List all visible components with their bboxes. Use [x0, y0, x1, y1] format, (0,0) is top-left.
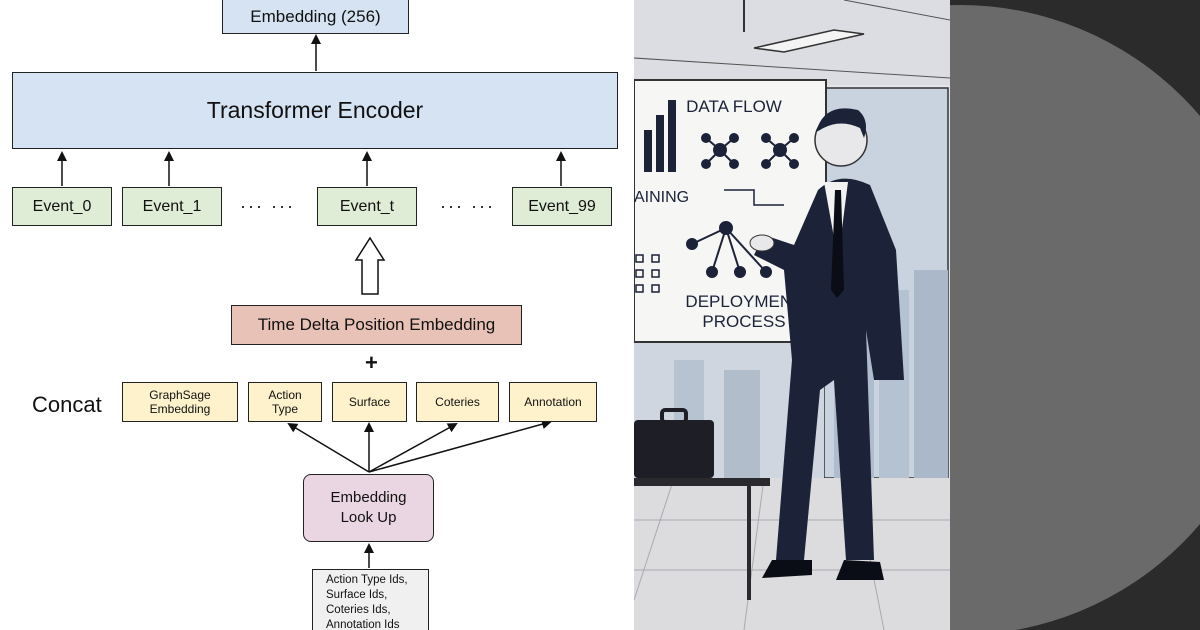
output-embedding-label: Embedding (256) — [250, 7, 381, 26]
input-id-line: Action Type Ids, — [326, 574, 408, 586]
feature-label: Action Type — [268, 388, 302, 416]
event-box-1: Event_1 — [122, 187, 222, 226]
event-label: Event_1 — [142, 197, 202, 215]
time-delta-position-embedding-label: Time Delta Position Embedding — [257, 315, 496, 334]
event-box-99: Event_99 — [512, 187, 612, 226]
feature-box-annotation: Annotation — [509, 382, 597, 422]
decorative-circle — [950, 5, 1200, 630]
concat-label: Concat — [32, 392, 102, 417]
whiteboard-bottom-line-1: DEPLOYMENT — [685, 292, 802, 311]
feature-label: Annotation — [524, 395, 582, 409]
feature-box-action-type: Action Type — [248, 382, 322, 422]
transformer-encoder-label: Transformer Encoder — [206, 97, 424, 123]
event-label: Event_0 — [32, 197, 92, 215]
event-ellipsis-left: ··· ··· — [240, 196, 295, 216]
event-label: Event_99 — [528, 197, 596, 215]
input-ids-box: Action Type Ids, Surface Ids, Coteries I… — [312, 569, 429, 630]
decorative-panel — [950, 0, 1200, 630]
feature-box-surface: Surface — [332, 382, 407, 422]
whiteboard-title: DATA FLOW — [686, 97, 782, 116]
architecture-diagram-panel: Embedding (256) Transformer Encoder Even… — [12, 0, 618, 630]
briefcase — [634, 420, 714, 478]
feature-box-coteries: Coteries — [416, 382, 499, 422]
plus-sign: + — [365, 350, 378, 375]
arrow-lookup-to-action-type — [287, 422, 370, 473]
event-ellipsis-right: ··· ··· — [440, 196, 495, 216]
hollow-up-arrow — [354, 236, 386, 295]
feature-box-graphsage: GraphSage Embedding — [122, 382, 238, 422]
embedding-lookup-label: Embedding Look Up — [330, 489, 407, 526]
output-embedding-box: Embedding (256) — [222, 0, 409, 34]
feature-label: Coteries — [435, 395, 480, 409]
presenter-illustration: DATA FLOW AINING DEPLOYMENT PROCESS — [634, 0, 950, 630]
event-box-t: Event_t — [317, 187, 417, 226]
input-id-line: Coteries Ids, — [326, 604, 391, 616]
feature-label: Surface — [348, 395, 391, 409]
arrow-lookup-to-coteries — [368, 423, 458, 473]
presenter-figure — [749, 108, 904, 580]
input-id-line: Surface Ids, — [326, 589, 388, 601]
arrow-lookup-to-annotation — [368, 419, 552, 473]
event-label: Event_t — [339, 197, 395, 215]
embedding-lookup-box: Embedding Look Up — [303, 474, 434, 542]
event-box-0: Event_0 — [12, 187, 112, 226]
feature-label: GraphSage Embedding — [149, 388, 211, 416]
presenter-illustration-panel: DATA FLOW AINING DEPLOYMENT PROCESS — [634, 0, 950, 630]
input-id-line: Annotation Ids — [326, 619, 400, 630]
time-delta-position-embedding-box: Time Delta Position Embedding — [231, 305, 522, 345]
whiteboard-bottom-line-2: PROCESS — [702, 312, 785, 331]
diagram-connectors — [57, 34, 566, 568]
transformer-encoder-box: Transformer Encoder — [12, 72, 618, 149]
whiteboard-side-text: AINING — [634, 189, 689, 206]
